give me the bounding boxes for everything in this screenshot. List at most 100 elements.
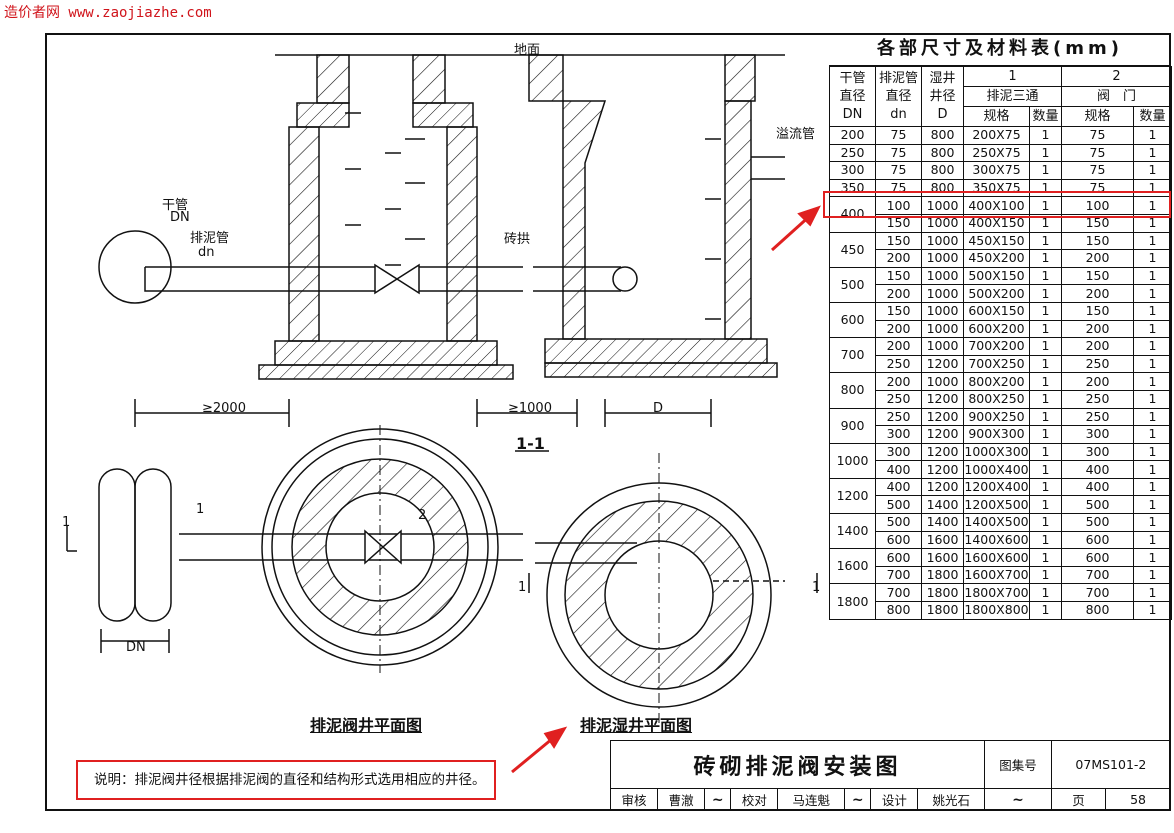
- header-valve: 阀 门: [1061, 86, 1172, 107]
- table-cell: 500: [1061, 513, 1134, 532]
- table-cell: 1000: [921, 284, 964, 303]
- table-cell: 75: [875, 161, 922, 180]
- table-cell: 200: [1061, 284, 1134, 303]
- plan-mark-1: 1: [196, 502, 205, 517]
- table-cell: 700X200: [963, 337, 1030, 356]
- table-cell: 200X75: [963, 126, 1030, 145]
- atlas-number: 07MS101-2: [1050, 740, 1172, 789]
- wet-well-section: [528, 54, 785, 378]
- checker-name: 马连魁: [777, 788, 846, 811]
- section-mark: 1-1: [516, 434, 545, 453]
- table-cell: 1200: [921, 442, 964, 462]
- check-label: 校对: [730, 788, 779, 811]
- installation-drawing: [66, 54, 818, 723]
- table-cell: 400X100: [963, 196, 1030, 215]
- header-qty-2: 数量: [1133, 106, 1172, 127]
- valve-symbol: [374, 263, 420, 295]
- cut-mark-right: 1: [812, 580, 821, 595]
- table-cell: 150: [1061, 213, 1134, 233]
- designer-signature: ~: [984, 788, 1052, 811]
- designer-name: 姚光石: [917, 788, 986, 811]
- plan-mark-2: 2: [418, 508, 427, 523]
- table-cell: 1: [1133, 161, 1172, 180]
- table-cell: 1000: [921, 196, 964, 215]
- page-label: 页: [1050, 788, 1107, 811]
- table-cell: 200: [1061, 372, 1134, 391]
- drain-pipe: [144, 266, 375, 292]
- table-cell: 1600X600: [963, 548, 1030, 567]
- header-tee: 排泥三通: [963, 86, 1062, 107]
- table-cell: 800: [875, 601, 922, 620]
- reviewer-signature: ~: [704, 788, 732, 811]
- cut-mark-left: 1: [62, 515, 71, 530]
- cell-dn: 450: [829, 231, 876, 268]
- table-cell: 200: [1061, 337, 1134, 356]
- cell-dn: 500: [829, 266, 876, 303]
- valve-well-section: [258, 54, 514, 380]
- table-cell: 500: [875, 495, 922, 515]
- wet-well-plan-title: 排泥湿井平面图: [580, 716, 693, 735]
- overflow-pipe-label: 溢流管: [776, 127, 816, 142]
- drawing-title: 砖砌排泥阀安装图: [609, 740, 986, 789]
- header-qty: 数量: [1029, 106, 1062, 127]
- table-title: 各部尺寸及材料表(mm): [829, 33, 1171, 66]
- table-cell: 300X75: [963, 161, 1030, 180]
- table-cell: 300: [1061, 442, 1134, 462]
- table-cell: 1800X800: [963, 601, 1030, 620]
- table-cell: 800: [1061, 601, 1134, 620]
- dim-2000: ≥2000: [202, 401, 246, 416]
- atlas-label: 图集号: [984, 740, 1052, 789]
- main-pipe-label: 干管: [162, 198, 189, 213]
- plan-dn-label: DN: [126, 640, 146, 655]
- table-cell: 1200X400: [963, 477, 1030, 497]
- table-cell: 1400: [921, 495, 964, 515]
- table-cell: 100: [1061, 196, 1134, 215]
- cell-dn: 900: [829, 407, 876, 444]
- drain-pipe-label: 排泥管: [190, 231, 230, 246]
- table-cell: 150: [1061, 301, 1134, 321]
- review-label: 审核: [609, 788, 659, 811]
- dim-d: D: [653, 401, 664, 416]
- table-cell: 900X250: [963, 407, 1030, 427]
- design-label: 设计: [870, 788, 919, 811]
- table-cell: 1000X400: [963, 460, 1030, 479]
- main-pipe-dn: DN: [170, 210, 190, 225]
- valve-well-plan-title: 排泥阀井平面图: [310, 716, 423, 735]
- table-cell: 800X250: [963, 389, 1030, 409]
- table-cell: 250: [1061, 389, 1134, 409]
- main-pipe-elevation: [98, 468, 172, 653]
- cell-dn: 1600: [829, 548, 876, 585]
- table-cell: 1000: [921, 213, 964, 233]
- table-cell: 1200: [921, 477, 964, 497]
- table-cell: 1600: [921, 530, 964, 550]
- wet-well-plan: [535, 453, 785, 723]
- highlight-row-300: [823, 191, 1171, 218]
- cell-dn: 1200: [829, 477, 876, 515]
- cell-dn: 700: [829, 337, 876, 374]
- table-cell: 600X150: [963, 301, 1030, 321]
- table-cell: 1800: [921, 565, 964, 585]
- checker-signature: ~: [844, 788, 872, 811]
- cell-dn: 1800: [829, 583, 876, 620]
- table-cell: 300: [875, 425, 922, 444]
- table-cell: 1200: [921, 407, 964, 427]
- installation-note: 说明：排泥阀井径根据排泥阀的直径和结构形式选用相应的井径。: [76, 760, 496, 800]
- table-cell: 200: [875, 284, 922, 303]
- header-spec-2: 规格: [1061, 106, 1134, 127]
- cell-dn: 600: [829, 301, 876, 339]
- plan-valve-symbol: [364, 529, 402, 565]
- table-cell: 450X150: [963, 231, 1030, 251]
